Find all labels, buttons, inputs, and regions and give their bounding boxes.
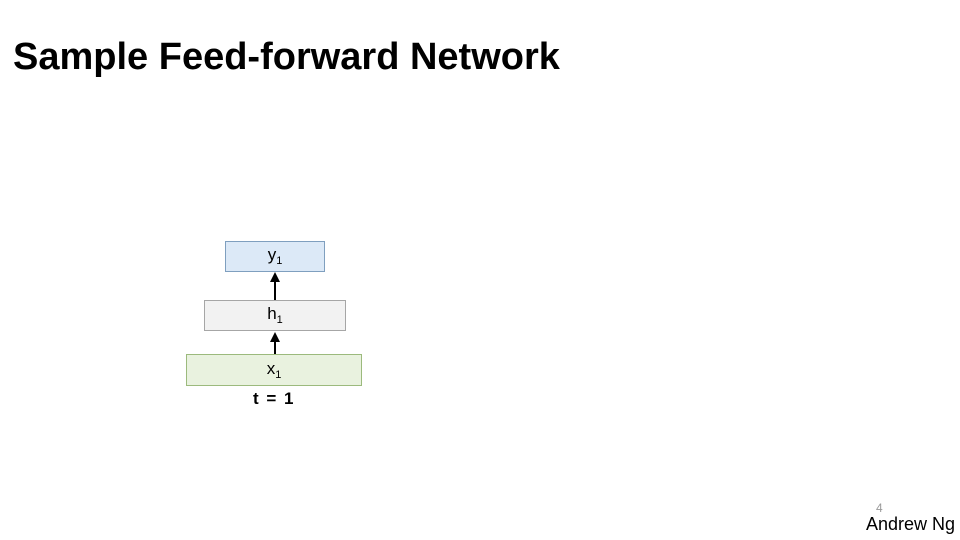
slide-page-number: 4 xyxy=(876,501,883,515)
time-step-label: t = 1 xyxy=(253,389,295,408)
arrow-line xyxy=(273,342,276,354)
slide-author: Andrew Ng xyxy=(865,514,955,534)
node-h1: h1 xyxy=(204,300,346,331)
arrow-head-icon xyxy=(269,332,280,342)
arrow-head-icon xyxy=(269,272,280,282)
node-x1-label: x1 xyxy=(267,360,282,381)
node-h1-label: h1 xyxy=(267,305,283,326)
node-y1-letter: y xyxy=(267,245,277,264)
node-y1-subscript: 1 xyxy=(276,255,283,267)
node-x1-subscript: 1 xyxy=(275,368,282,381)
slide-title: Sample Feed-forward Network xyxy=(13,36,560,78)
node-y1-label: y1 xyxy=(268,246,283,267)
arrow-up-hidden-to-output-icon xyxy=(269,272,280,300)
node-h1-letter: h xyxy=(267,304,277,323)
node-y1: y1 xyxy=(225,241,325,272)
arrow-up-input-to-hidden-icon xyxy=(269,332,280,354)
node-x1-letter: x xyxy=(266,358,276,378)
arrow-line xyxy=(273,282,276,300)
node-h1-subscript: 1 xyxy=(276,314,283,326)
node-x1: x1 xyxy=(186,354,362,386)
